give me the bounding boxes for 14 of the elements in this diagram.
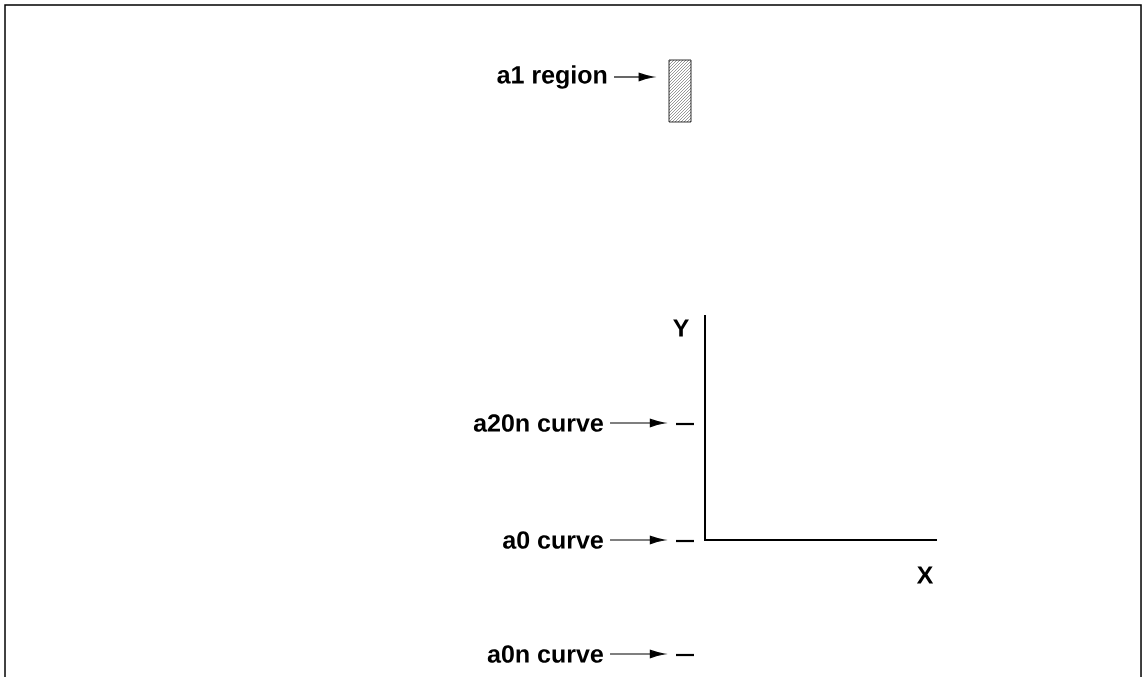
tick-mark: [676, 422, 694, 426]
arrow: [609, 418, 665, 428]
callout-text: a0n curve: [487, 645, 603, 663]
hatched-region: [668, 59, 692, 123]
tick-mark: [676, 539, 694, 543]
arrow: [609, 535, 665, 545]
axis-label: X: [916, 566, 934, 584]
arrow: [609, 649, 665, 659]
callout-text: a1 region: [497, 65, 607, 89]
tick-mark: [676, 653, 694, 657]
axis-label: Y: [673, 319, 689, 337]
callout-text: a0 curve: [503, 531, 603, 549]
arrow: [613, 72, 654, 82]
callout-text: a20n curve: [473, 414, 603, 432]
